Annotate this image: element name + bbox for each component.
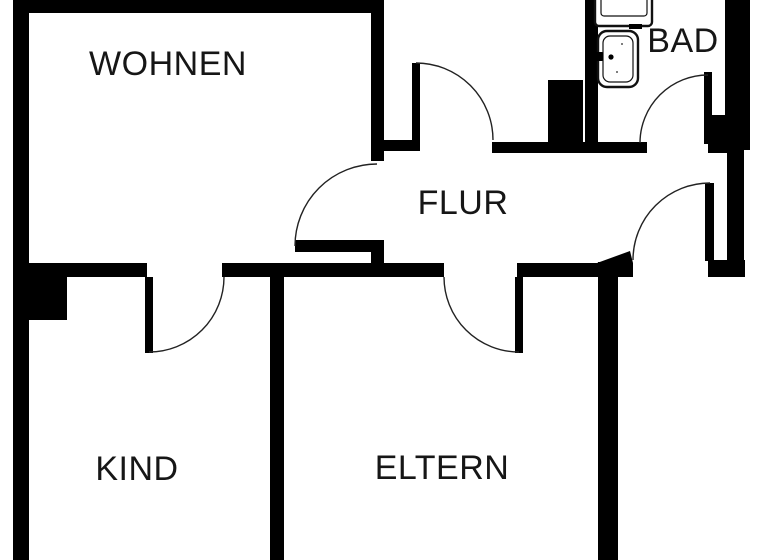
wall-right-jamb [708,115,727,153]
bathtub-inner-line [600,0,648,17]
wall-outer-top-wohnen [13,0,384,13]
wohnen-door-arc [294,163,378,247]
room-labels: WOHNEN BAD FLUR KIND ELTERN [89,22,718,488]
wall-outer-left [13,0,29,560]
wall-mid-horizontal [222,263,444,277]
wall-outer-right-bad [725,0,750,150]
room-label-bad: BAD [647,22,718,60]
wohnen-door-leaf [295,240,377,252]
kitchen-door-leaf [412,63,420,141]
bathtub-tap [629,24,642,29]
fixtures [591,0,654,89]
wall-flur-top-left-jamb [384,140,420,151]
wall-wohnen-right [371,0,384,161]
bad-door-arc [639,74,709,144]
wall-flur-top-mid [492,142,647,153]
wall-outer-right-mid [727,138,744,277]
sink-drain [608,54,614,60]
room-label-kind: KIND [95,450,178,488]
wall-kitchen-block [548,80,583,142]
eltern-door-leaf [515,277,523,353]
sink-icon [591,29,640,89]
door-leaves [145,63,714,353]
bathtub-outline [593,0,654,28]
kind-door-arc [148,276,225,353]
sink-speck-2 [616,71,618,73]
eltern-door-arc [443,276,520,353]
wall-eltern-right [598,262,618,560]
door-arcs [148,62,711,353]
entry-door-leaf [705,183,714,261]
entry-door-arc [632,182,711,261]
sink-tap [591,52,603,61]
wall-bottom-right-cap [708,260,745,277]
bad-door-leaf [704,72,712,144]
wall-kind-top [29,263,147,277]
walls [13,0,750,560]
bathtub-icon [593,0,654,29]
wall-bad-left [585,0,598,153]
room-label-wohnen: WOHNEN [89,45,247,83]
room-label-eltern: ELTERN [375,449,510,487]
kitchen-door-arc [415,62,494,141]
wall-divider-kind-eltern [270,277,284,560]
room-label-flur: FLUR [418,184,509,222]
kind-door-leaf [145,277,153,353]
sink-speck-1 [621,43,623,45]
entrance-arrow [597,251,633,263]
